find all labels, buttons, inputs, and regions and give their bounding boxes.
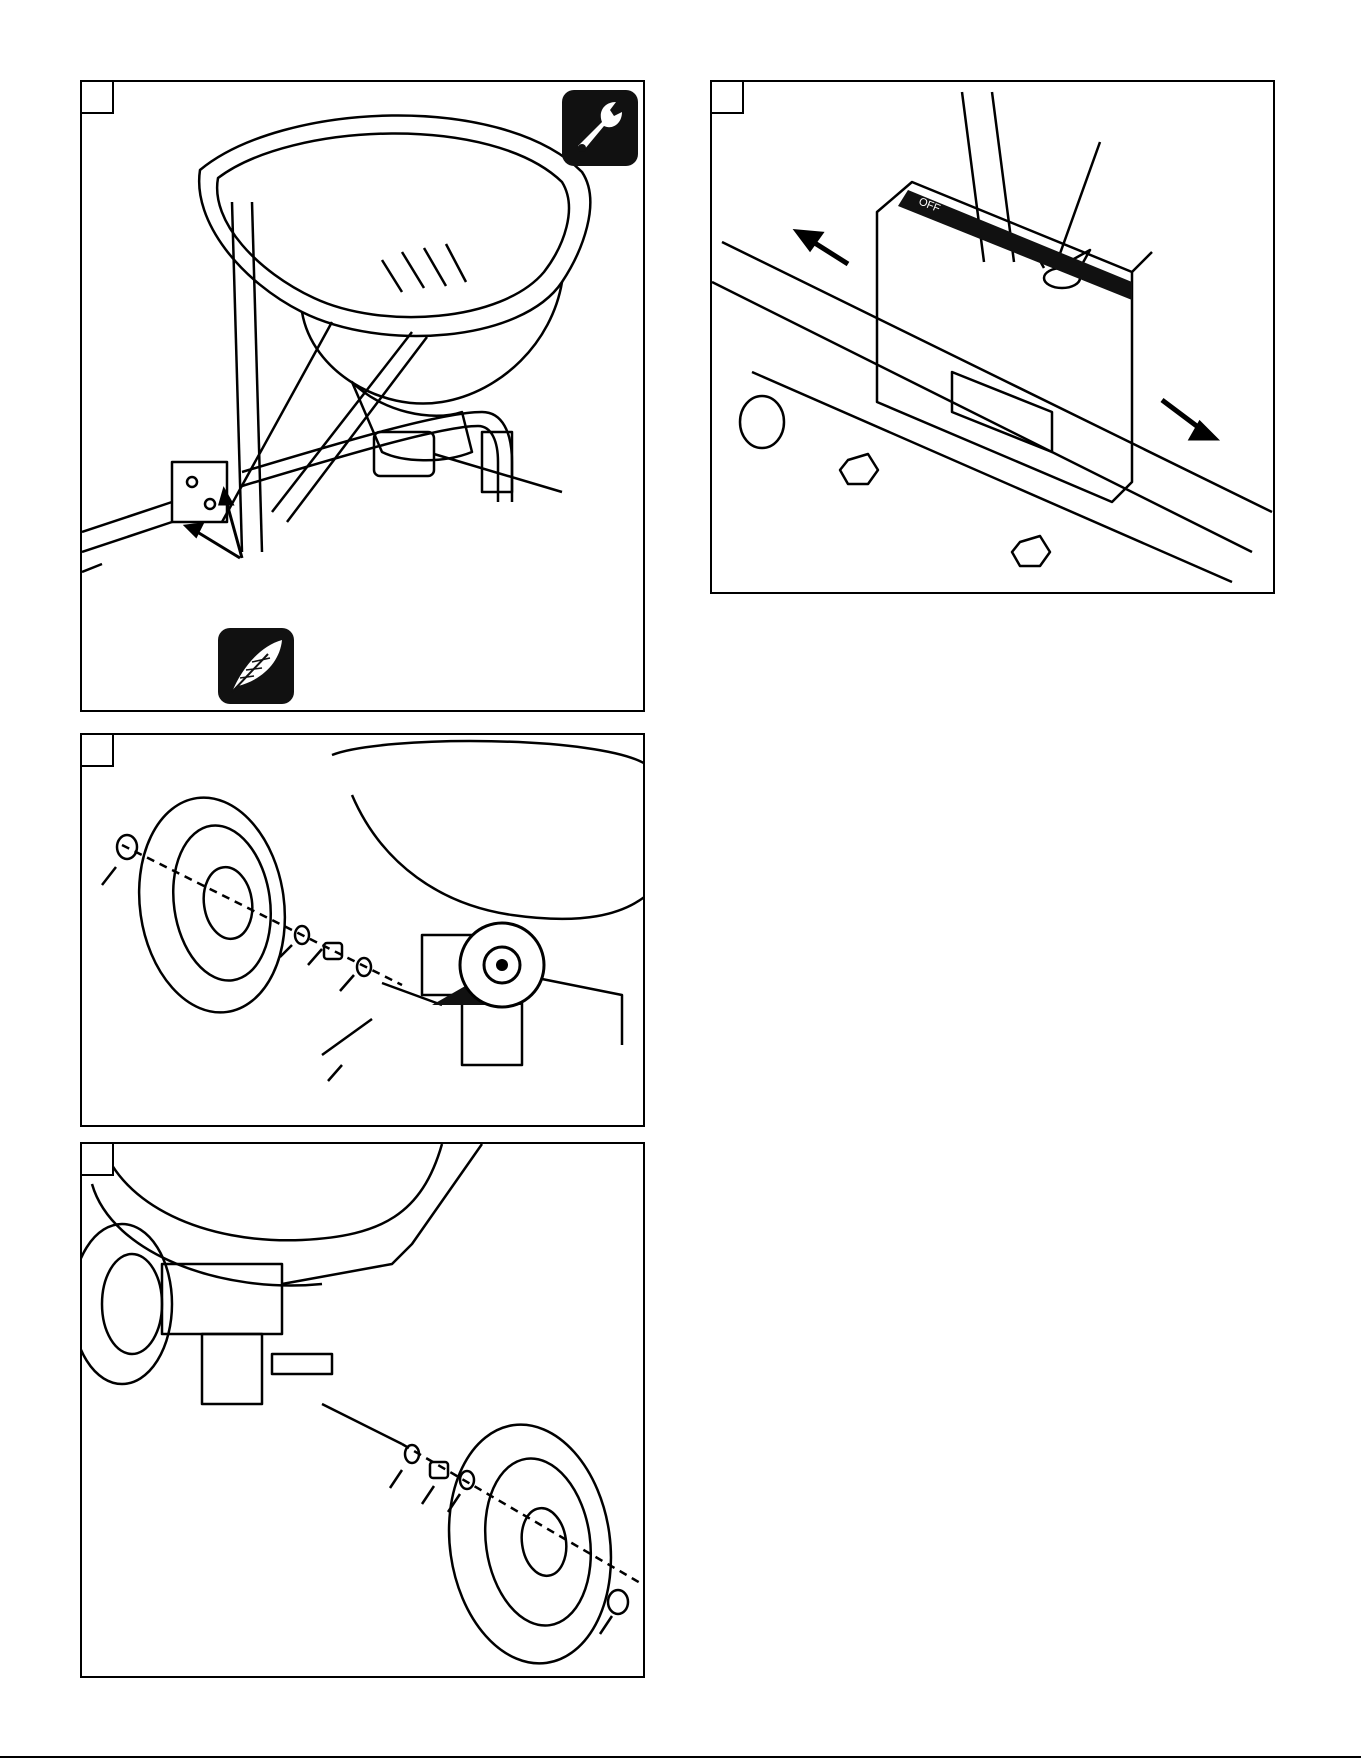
figure-panel-rate-control: OFF (710, 80, 1275, 594)
figure-panel-right-wheel (80, 1142, 645, 1678)
wrench-icon (562, 90, 638, 166)
step-number-box (82, 82, 114, 114)
right-wheel-exploded-drawing (82, 1144, 645, 1678)
page-footer-rule (0, 1756, 1361, 1758)
step-number-box (712, 82, 744, 114)
step-number-box (82, 735, 114, 767)
left-wheel-exploded-drawing (82, 735, 645, 1127)
figure-panel-hopper-frame (80, 80, 645, 712)
rate-control-drawing: OFF (712, 82, 1275, 594)
hopper-assembly-drawing (82, 82, 645, 712)
step-number-box (82, 1144, 114, 1176)
figure-panel-left-wheel (80, 733, 645, 1127)
feather-icon (218, 628, 294, 704)
